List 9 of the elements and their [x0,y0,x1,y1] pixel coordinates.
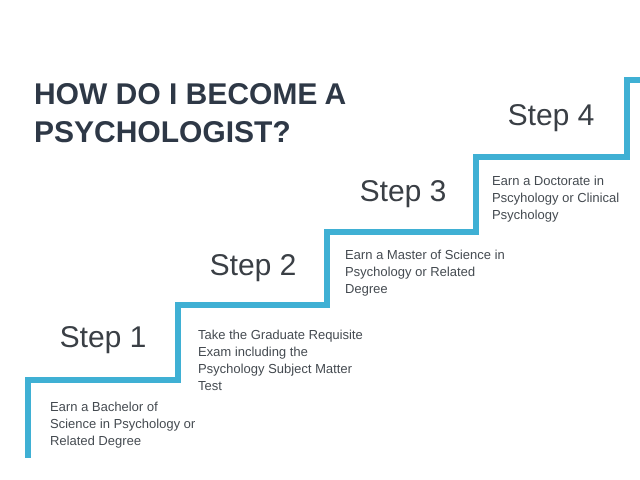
step-heading: Step 4 [506,98,596,134]
step-description: Earn a Master of Science in Psychology or Related Degree [345,246,506,297]
step-heading: Step 3 [358,174,448,210]
step-description: Take the Graduate Requisite Exam including the Psychology Subject Matter Test [198,326,364,394]
step-description: Earn a Doctorate in Pscyhology or Clinical Psychology [492,172,620,223]
title: HOW DO I BECOME A PSYCHOLOGIST? [34,77,346,151]
step-heading: Step 2 [208,248,298,284]
step-heading: Step 1 [58,320,148,356]
step-description: Earn a Bachelor of Science in Psychology or Related Degree [50,398,196,449]
